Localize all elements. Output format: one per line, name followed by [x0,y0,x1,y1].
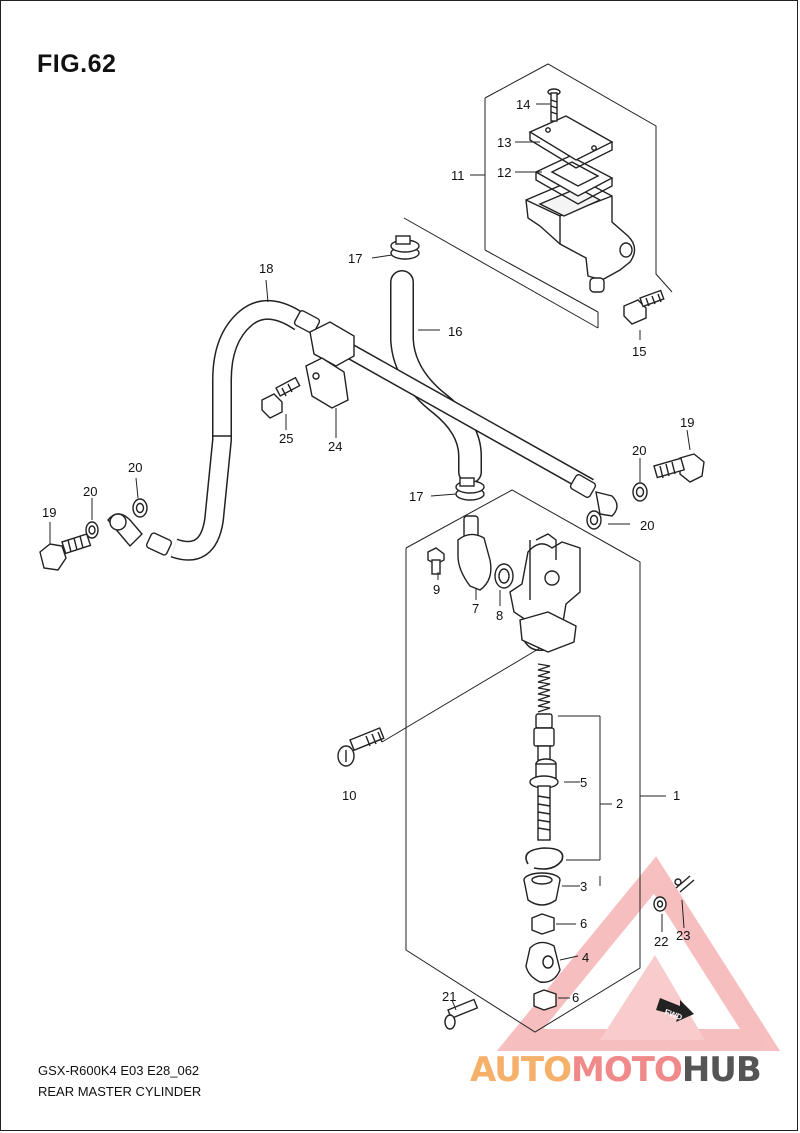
callout-11: 11 [451,168,465,183]
reservoir-frame [403,63,673,329]
return-spring [537,663,551,713]
figure-name: REAR MASTER CYLINDER [38,1084,202,1099]
callout-labels: 1 2 3 4 5 6 6 7 8 9 10 11 12 13 14 15 16… [42,97,694,1005]
hose-grommet [305,321,355,409]
callout-6a: 6 [580,916,587,931]
callout-24: 24 [328,439,342,454]
watermark-part-moto: MOTO [570,1050,683,1090]
mount-bolt-15 [623,289,665,325]
piston [533,713,555,761]
watermark-part-hub: HUB [681,1050,762,1090]
watermark-part-auto: AUTO [470,1050,572,1090]
mount-bolt-10 [337,727,385,767]
circlip [525,847,564,870]
cap-screw [547,88,561,122]
callout-19b: 19 [42,505,56,520]
callout-9: 9 [433,582,440,597]
callout-20a: 20 [632,443,646,458]
callout-25: 25 [279,431,293,446]
callout-17b: 17 [409,489,423,504]
union-bolt-left [39,498,148,571]
callout-13: 13 [497,135,511,150]
callout-7: 7 [472,601,479,616]
callout-17a: 17 [348,251,362,266]
dust-boot [523,872,561,906]
watermark-logo: AUTOMOTOHUB [470,1050,762,1090]
callout-3: 3 [580,879,587,894]
callout-20d: 20 [83,484,97,499]
callout-23: 23 [676,928,690,943]
callout-18: 18 [259,261,273,276]
figure-title: FIG.62 [37,50,117,78]
callout-5: 5 [580,775,587,790]
callout-8: 8 [496,608,503,623]
callout-2: 2 [616,796,623,811]
callout-22: 22 [654,934,668,949]
bolt-25 [261,376,301,419]
callout-20c: 20 [128,460,142,475]
figure-code: GSX-R600K4 E03 E28_062 [38,1063,200,1078]
union-bolt-right [586,453,705,530]
callout-15: 15 [632,344,646,359]
callout-20b: 20 [640,518,654,533]
callout-12: 12 [497,165,511,180]
callout-4: 4 [582,950,589,965]
callout-14: 14 [516,97,530,112]
callout-10: 10 [342,788,356,803]
clevis-assembly [525,875,695,1011]
callout-1: 1 [673,788,680,803]
reservoir-body [525,177,636,293]
push-rod [529,758,559,841]
callout-6b: 6 [572,990,579,1005]
hose-fittings [107,310,618,556]
callout-21: 21 [442,989,456,1004]
callout-16: 16 [448,324,462,339]
cylinder-frame [405,489,641,1033]
hose-clamp-top [390,235,420,260]
leader-lines [49,103,691,1011]
callout-19a: 19 [680,415,694,430]
brake-hose [170,300,594,561]
inlet-connector [427,515,514,591]
diaphragm-part [534,155,614,205]
clevis-pin [444,998,479,1030]
cylinder-body [509,533,581,653]
hose-clamp-bottom [455,477,485,501]
